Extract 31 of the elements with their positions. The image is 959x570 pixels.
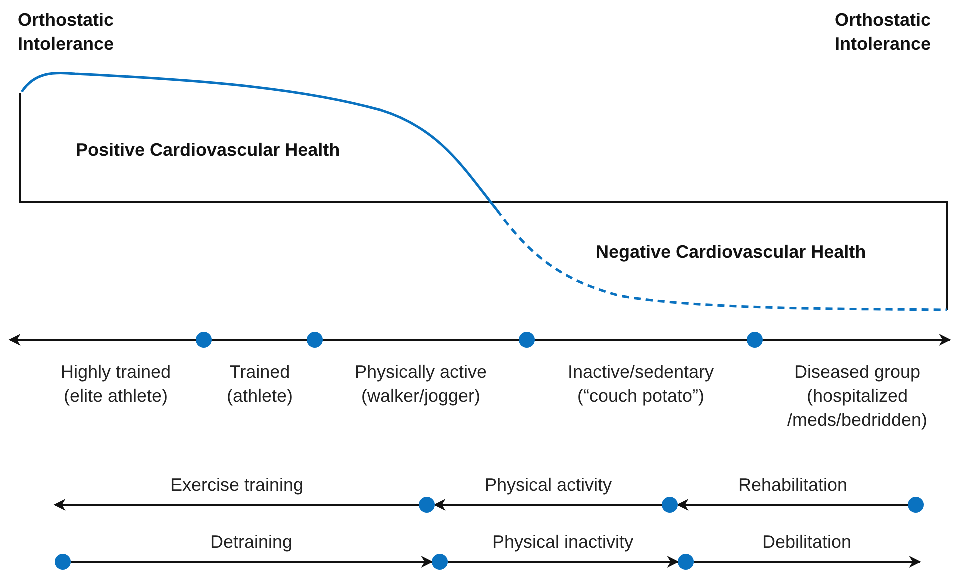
arrow [434, 499, 662, 511]
edge-label: Rehabilitation [738, 474, 848, 497]
region-label: Positive Cardiovascular Health [76, 139, 340, 162]
arrow [54, 499, 419, 511]
arrow [694, 556, 922, 568]
category-label: Diseased group (hospitalized /meds/bedridden) [786, 361, 929, 432]
category-label: Highly trained (elite athlete) [60, 361, 172, 408]
category-label: Physically active (walker/jogger) [354, 361, 488, 408]
edge-label: Debilitation [762, 531, 852, 554]
dot-marker [662, 497, 678, 513]
dot-marker [419, 497, 435, 513]
edge-label: Physical activity [485, 474, 612, 497]
region-title: Orthostatic Intolerance [18, 9, 116, 56]
dot-marker [519, 332, 535, 348]
arrow [71, 556, 434, 568]
arrow [676, 499, 908, 511]
category-label: Inactive/sedentary (“couch potato”) [566, 361, 716, 408]
dot-marker [432, 554, 448, 570]
edge-label: Exercise training [170, 474, 304, 497]
region-label: Negative Cardiovascular Health [596, 241, 866, 264]
edge-label: Physical inactivity [492, 531, 634, 554]
dot-marker [307, 332, 323, 348]
edge-label: Detraining [210, 531, 293, 554]
dot-marker [908, 497, 924, 513]
dot-marker [678, 554, 694, 570]
arrow [448, 556, 680, 568]
dot-marker [747, 332, 763, 348]
category-label: Trained (athlete) [226, 361, 294, 408]
region-title: Orthostatic Intolerance [835, 9, 932, 56]
dot-marker [55, 554, 71, 570]
dot-marker [196, 332, 212, 348]
